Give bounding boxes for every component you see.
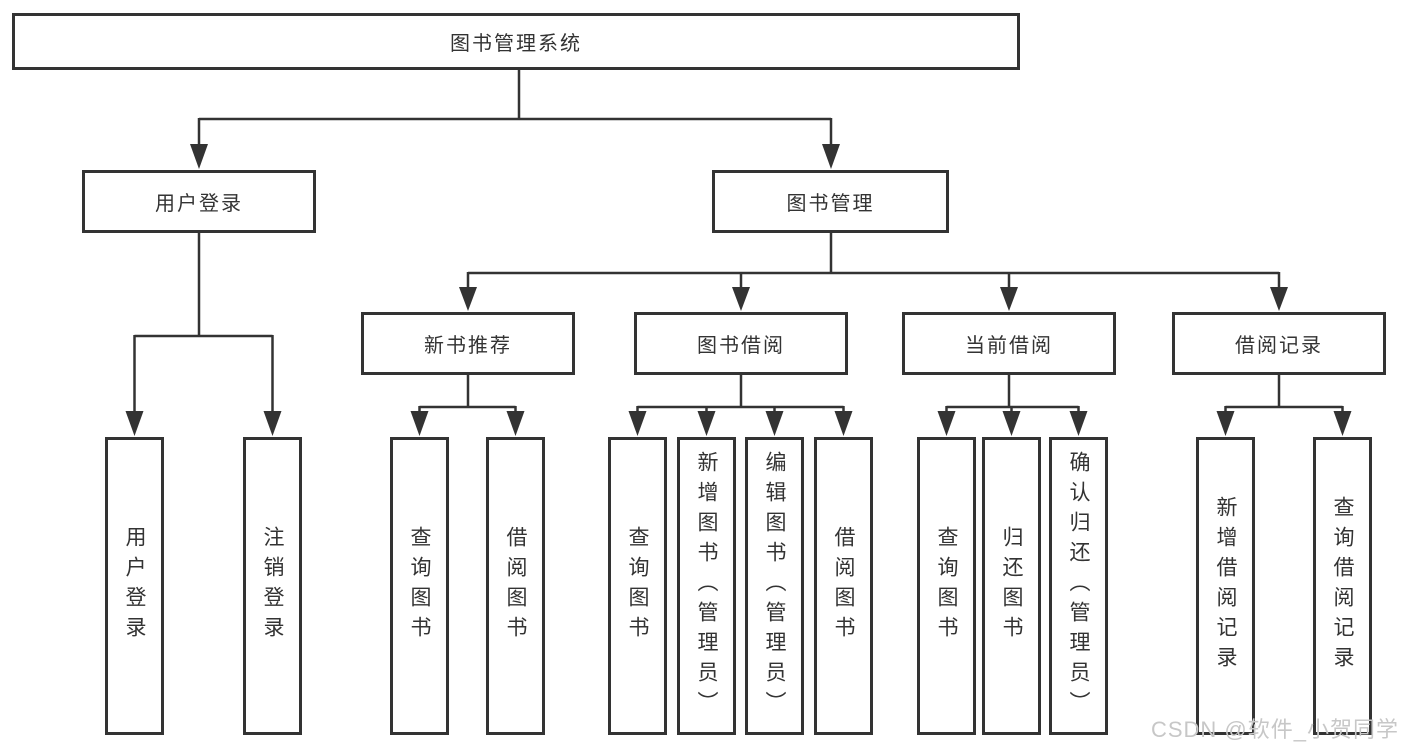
leaf-edit-book-admin-label: 编辑图书（管理员） (763, 451, 786, 721)
node-borrow-record: 借阅记录 (1172, 312, 1386, 375)
node-book-management-label: 图书管理 (786, 193, 875, 215)
leaf-borrow-book-1: 借阅图书 (486, 437, 545, 735)
leaf-query-borrow-record: 查询借阅记录 (1313, 437, 1372, 735)
leaf-user-login-label: 用户登录 (123, 526, 146, 646)
leaf-logout: 注销登录 (243, 437, 302, 735)
leaf-query-book-1-label: 查询图书 (408, 526, 431, 646)
leaf-confirm-return-admin: 确认归还（管理员） (1049, 437, 1108, 735)
leaf-borrow-book-2: 借阅图书 (814, 437, 873, 735)
node-user-login: 用户登录 (82, 170, 316, 233)
node-book-borrow-label: 图书借阅 (697, 335, 785, 357)
leaf-add-book-admin-label: 新增图书（管理员） (695, 451, 718, 721)
leaf-query-book-3-label: 查询图书 (935, 526, 958, 646)
leaf-query-book-2: 查询图书 (608, 437, 667, 735)
leaf-query-borrow-record-label: 查询借阅记录 (1331, 496, 1354, 676)
node-current-borrow: 当前借阅 (902, 312, 1116, 375)
leaf-user-login: 用户登录 (105, 437, 164, 735)
leaf-return-book-label: 归还图书 (1000, 526, 1023, 646)
leaf-edit-book-admin: 编辑图书（管理员） (745, 437, 804, 735)
node-user-login-label: 用户登录 (155, 193, 243, 215)
leaf-query-book-3: 查询图书 (917, 437, 976, 735)
node-root-label: 图书管理系统 (450, 33, 582, 55)
leaf-borrow-book-1-label: 借阅图书 (504, 526, 527, 646)
leaf-logout-label: 注销登录 (261, 526, 284, 646)
leaf-add-borrow-record-label: 新增借阅记录 (1214, 496, 1237, 676)
node-new-book-recommend-label: 新书推荐 (424, 335, 512, 357)
leaf-query-book-1: 查询图书 (390, 437, 449, 735)
node-root: 图书管理系统 (12, 13, 1020, 70)
node-current-borrow-label: 当前借阅 (965, 335, 1053, 357)
leaf-confirm-return-admin-label: 确认归还（管理员） (1067, 451, 1090, 721)
leaf-add-borrow-record: 新增借阅记录 (1196, 437, 1255, 735)
leaf-add-book-admin: 新增图书（管理员） (677, 437, 736, 735)
node-book-management: 图书管理 (712, 170, 949, 233)
leaf-query-book-2-label: 查询图书 (626, 526, 649, 646)
leaf-borrow-book-2-label: 借阅图书 (832, 526, 855, 646)
node-book-borrow: 图书借阅 (634, 312, 848, 375)
node-borrow-record-label: 借阅记录 (1235, 335, 1323, 357)
csdn-watermark: CSDN @软件_小贺同学 (1150, 717, 1399, 742)
leaf-return-book: 归还图书 (982, 437, 1041, 735)
node-new-book-recommend: 新书推荐 (361, 312, 575, 375)
